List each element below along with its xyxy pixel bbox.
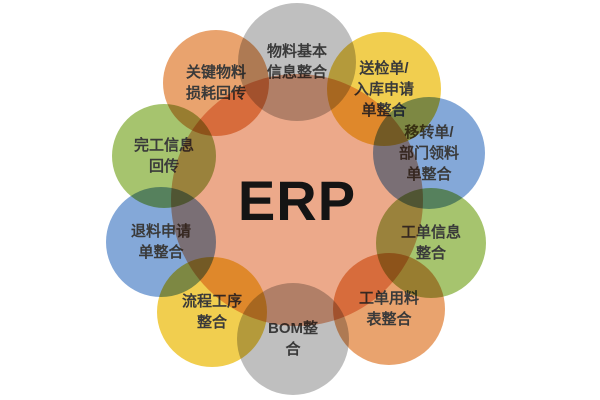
node-transfer-dept-picking: 移转单/ 部门领料 单整合 (373, 97, 485, 209)
node-label: 工单用料 表整合 (358, 290, 419, 328)
node-key-material-loss-feedback: 关键物料 损耗回传 (163, 30, 269, 136)
node-label: 工单信息 整合 (400, 224, 461, 262)
node-inspection-warehouse-request: 送检单/ 入库申请 单整合 (327, 32, 441, 146)
node-label: 关键物料 损耗回传 (185, 64, 246, 102)
node-work-order-material-list: 工单用料 表整合 (333, 253, 445, 365)
node-label: 物料基本 信息整合 (266, 43, 327, 81)
erp-center-label: ERP (237, 168, 357, 232)
node-completion-info-feedback: 完工信息 回传 (112, 104, 216, 208)
node-label: 退料申请 单整合 (130, 223, 191, 261)
node-label: 流程工序 整合 (181, 293, 242, 331)
node-label: 完工信息 回传 (133, 137, 194, 175)
node-label: BOM整 合 (268, 320, 318, 358)
node-label: 移转单/ 部门领料 单整合 (398, 123, 459, 183)
